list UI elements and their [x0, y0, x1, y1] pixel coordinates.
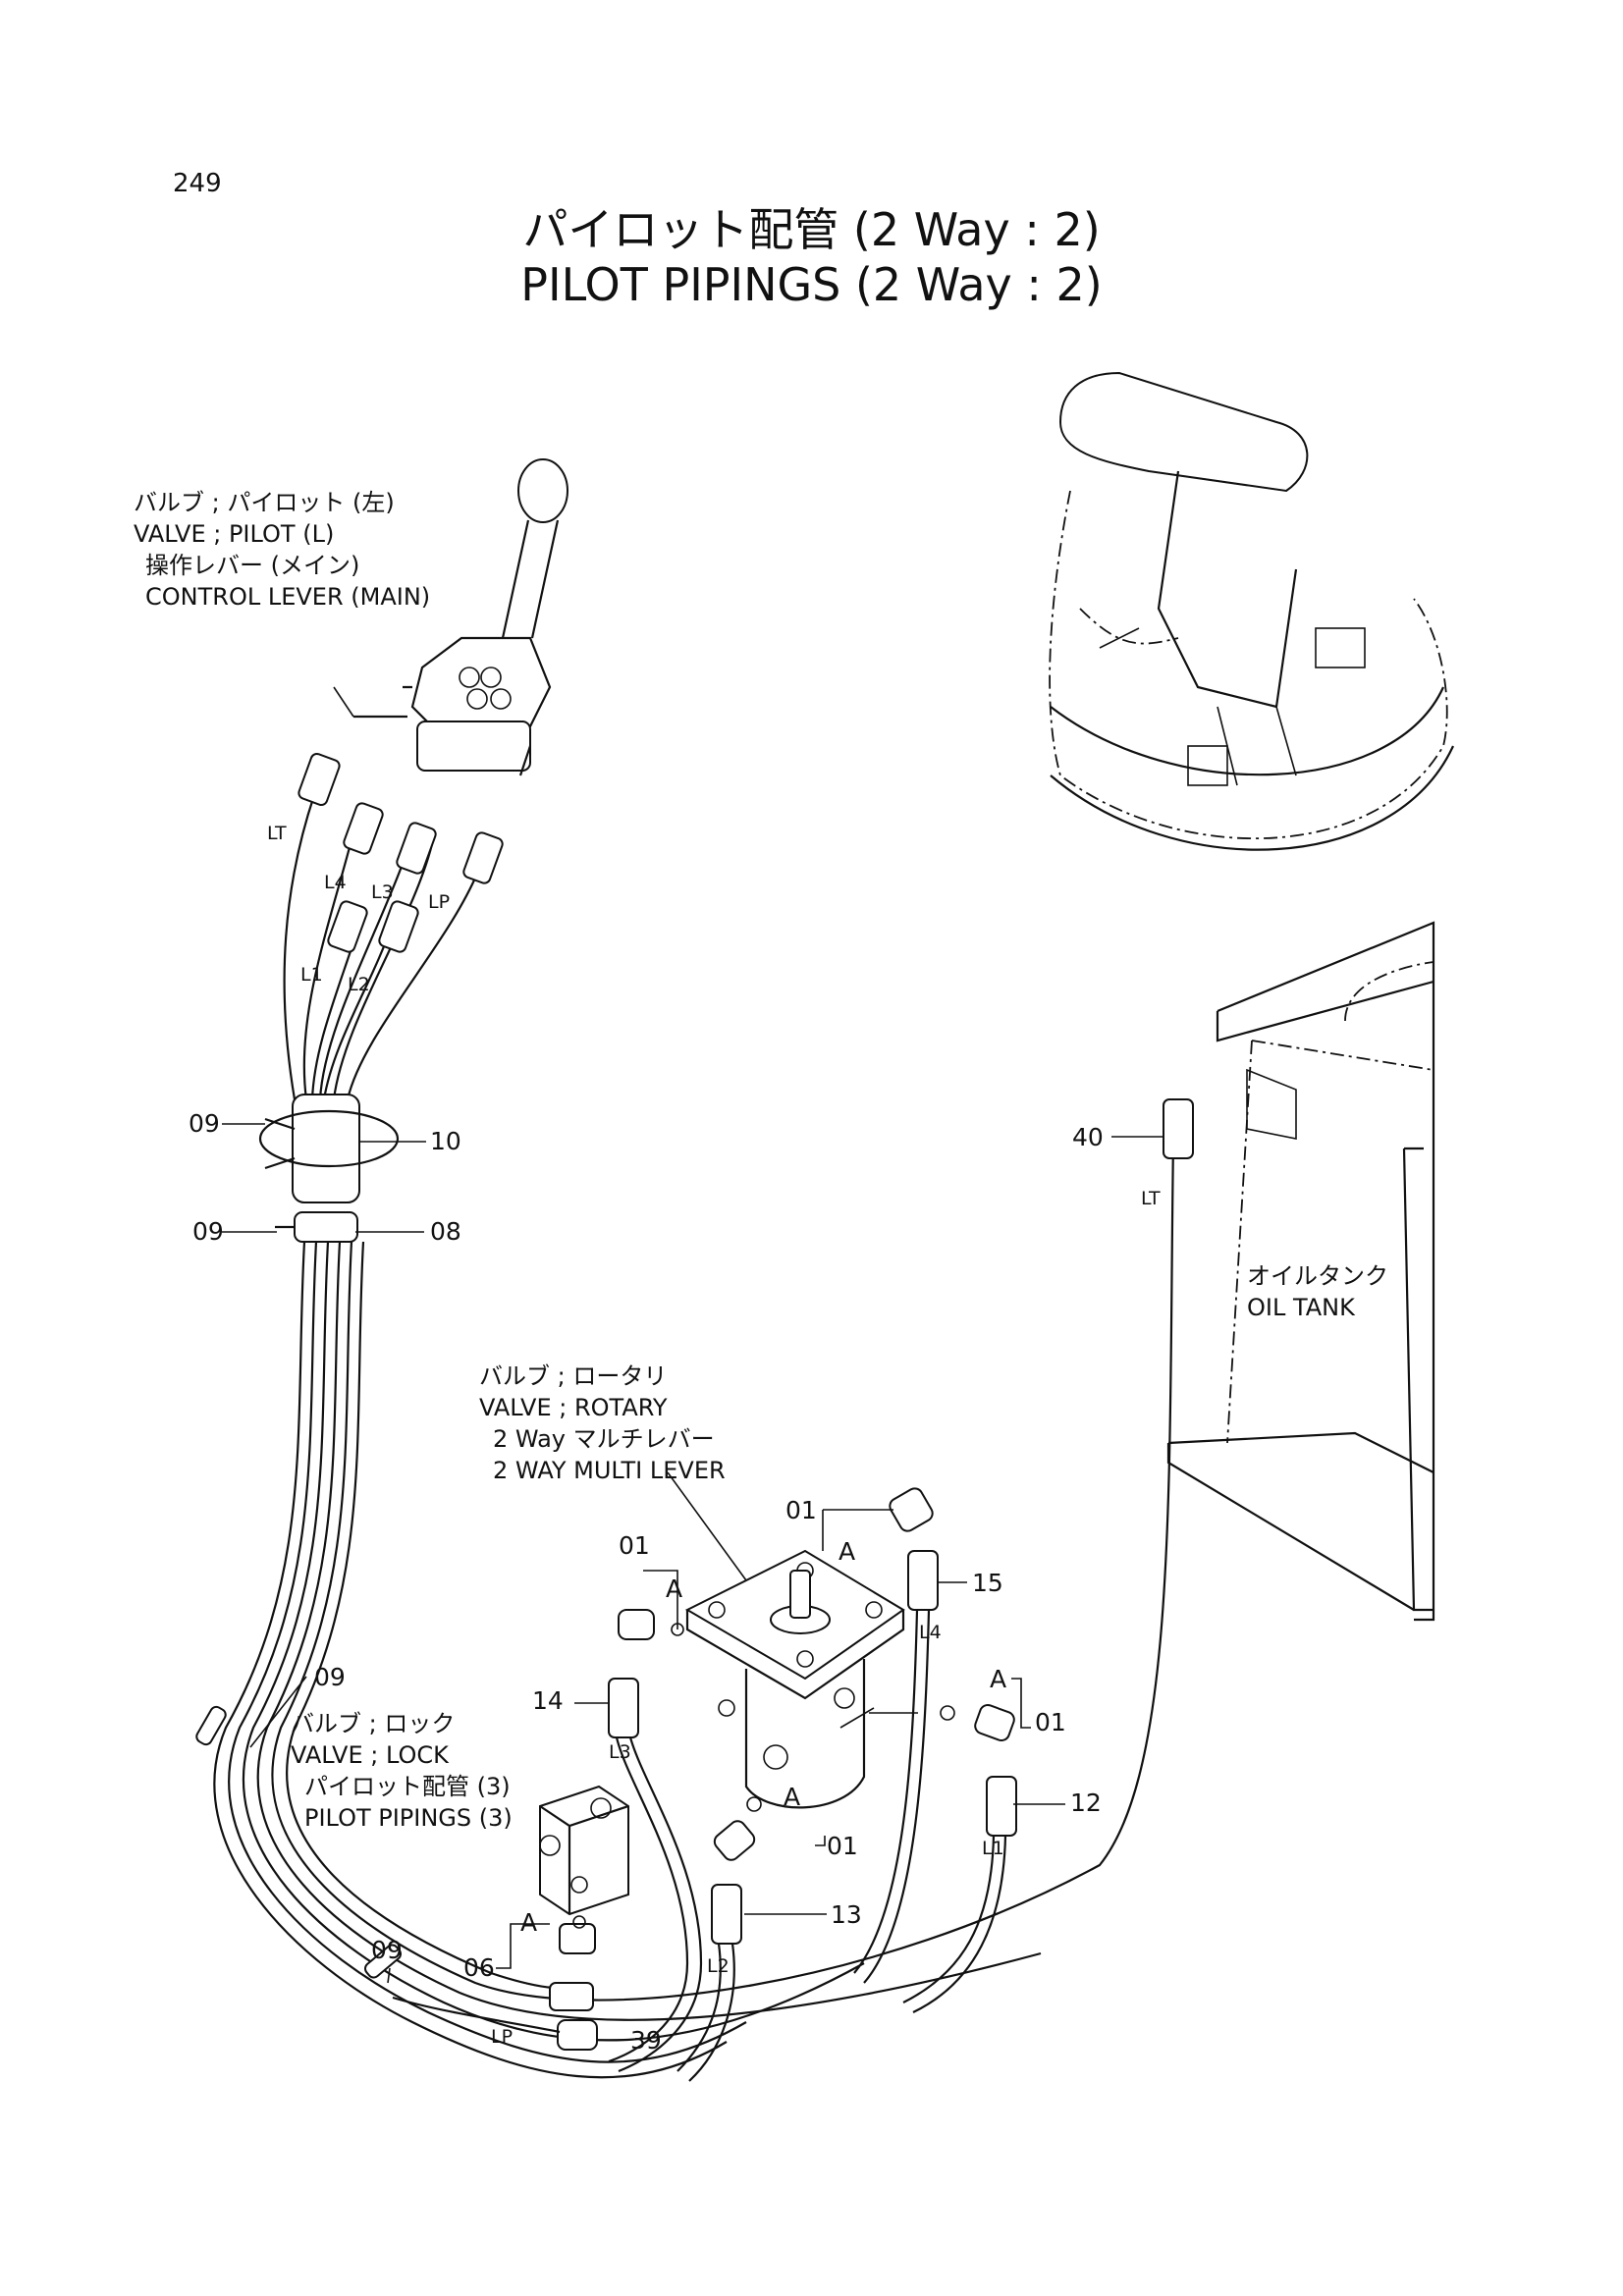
valve-lock-en: VALVE ; LOCK [291, 1741, 449, 1769]
hose-tag-lp-bottom: LP [491, 2026, 514, 2048]
hose-tag-l1-rotary: L1 [982, 1838, 1004, 1859]
callout-14: 14 [532, 1686, 564, 1715]
detail-a-bottom: A [784, 1783, 801, 1811]
detail-a-lock: A [520, 1908, 538, 1937]
pilot-hoses-lower [195, 1138, 1175, 2079]
page-number: 249 [173, 169, 222, 198]
hose-tag-l2-rotary: L2 [707, 1955, 730, 1977]
detail-a-top: A [839, 1537, 856, 1566]
callout-01-right: 01 [1035, 1708, 1066, 1736]
oil-tank-en: OIL TANK [1247, 1294, 1355, 1321]
hose-tag-l2-top: L2 [348, 974, 370, 995]
valve-pilot-jp: バルブ ; パイロット (左) [134, 489, 395, 516]
callout-12: 12 [1070, 1789, 1102, 1817]
valve-rotary-sub-jp: 2 Way マルチレバー [493, 1425, 715, 1453]
valve-pilot-sub-jp: 操作レバー (メイン) [145, 552, 360, 579]
valve-pilot-sub-en: CONTROL LEVER (MAIN) [145, 583, 431, 611]
valve-pilot-en: VALVE ; PILOT (L) [134, 520, 335, 548]
callout-09-lower: 09 [314, 1663, 346, 1691]
page-title-jp: パイロット配管 (2 Way : 2) [522, 203, 1101, 256]
page-title-en: PILOT PIPINGS (2 Way : 2) [520, 258, 1103, 311]
valve-lock-sub-en: PILOT PIPINGS (3) [304, 1804, 513, 1832]
valve-pilot-label: バルブ ; パイロット (左) VALVE ; PILOT (L) 操作レバー … [134, 487, 430, 613]
cab-illustration [1049, 371, 1454, 851]
hose-tag-l4-rotary: L4 [919, 1622, 942, 1643]
callout-10: 10 [430, 1127, 461, 1155]
callout-06: 06 [463, 1953, 495, 1982]
leader-lines [222, 686, 1163, 2041]
hose-tag-lt-top: LT [267, 823, 287, 844]
lock-valve [392, 1785, 629, 2051]
rotary-fittings [608, 1098, 1194, 2082]
callout-01-bottom: 01 [827, 1832, 858, 1860]
hose-tag-l4-top: L4 [324, 872, 347, 893]
control-lever-assembly [353, 458, 568, 776]
valve-lock-label: バルブ ; ロック VALVE ; LOCK パイロット配管 (3) PILOT… [291, 1708, 513, 1834]
callout-08: 08 [430, 1217, 461, 1246]
callout-13: 13 [831, 1900, 862, 1929]
callout-09-top: 09 [189, 1109, 220, 1138]
callout-01-left: 01 [619, 1531, 650, 1560]
oil-tank-jp: オイルタンク [1247, 1262, 1388, 1290]
oil-tank-illustration [1166, 921, 1435, 1622]
detail-a-left: A [666, 1575, 683, 1603]
valve-lock-jp: バルブ ; ロック [291, 1710, 456, 1737]
valve-rotary-jp: バルブ ; ロータリ [479, 1362, 668, 1390]
detail-a-right: A [990, 1665, 1007, 1693]
hose-tag-l3-top: L3 [371, 881, 394, 903]
valve-rotary-sub-en: 2 WAY MULTI LEVER [493, 1457, 726, 1484]
callout-40: 40 [1072, 1123, 1104, 1151]
rotary-valve [684, 1549, 905, 1809]
callout-09-mid: 09 [192, 1217, 224, 1246]
oil-tank-label: オイルタンク OIL TANK [1247, 1260, 1388, 1323]
callout-01-top: 01 [785, 1496, 817, 1524]
hose-clamp-sleeve [258, 1094, 400, 1243]
valve-lock-sub-jp: パイロット配管 (3) [304, 1773, 511, 1800]
hose-tag-l3-rotary: L3 [609, 1741, 631, 1763]
callout-15: 15 [972, 1569, 1003, 1597]
valve-rotary-en: VALVE ; ROTARY [479, 1394, 668, 1421]
callout-09-bottom: 09 [371, 1936, 403, 1964]
hose-tag-l1-top: L1 [300, 964, 323, 986]
valve-rotary-label: バルブ ; ロータリ VALVE ; ROTARY 2 Way マルチレバー 2… [479, 1361, 726, 1486]
callout-39: 39 [630, 2026, 662, 2055]
pilot-hoses-upper [283, 753, 504, 1100]
hose-tag-lp-top: LP [428, 891, 451, 913]
hose-tag-lt-right: LT [1141, 1188, 1161, 1209]
